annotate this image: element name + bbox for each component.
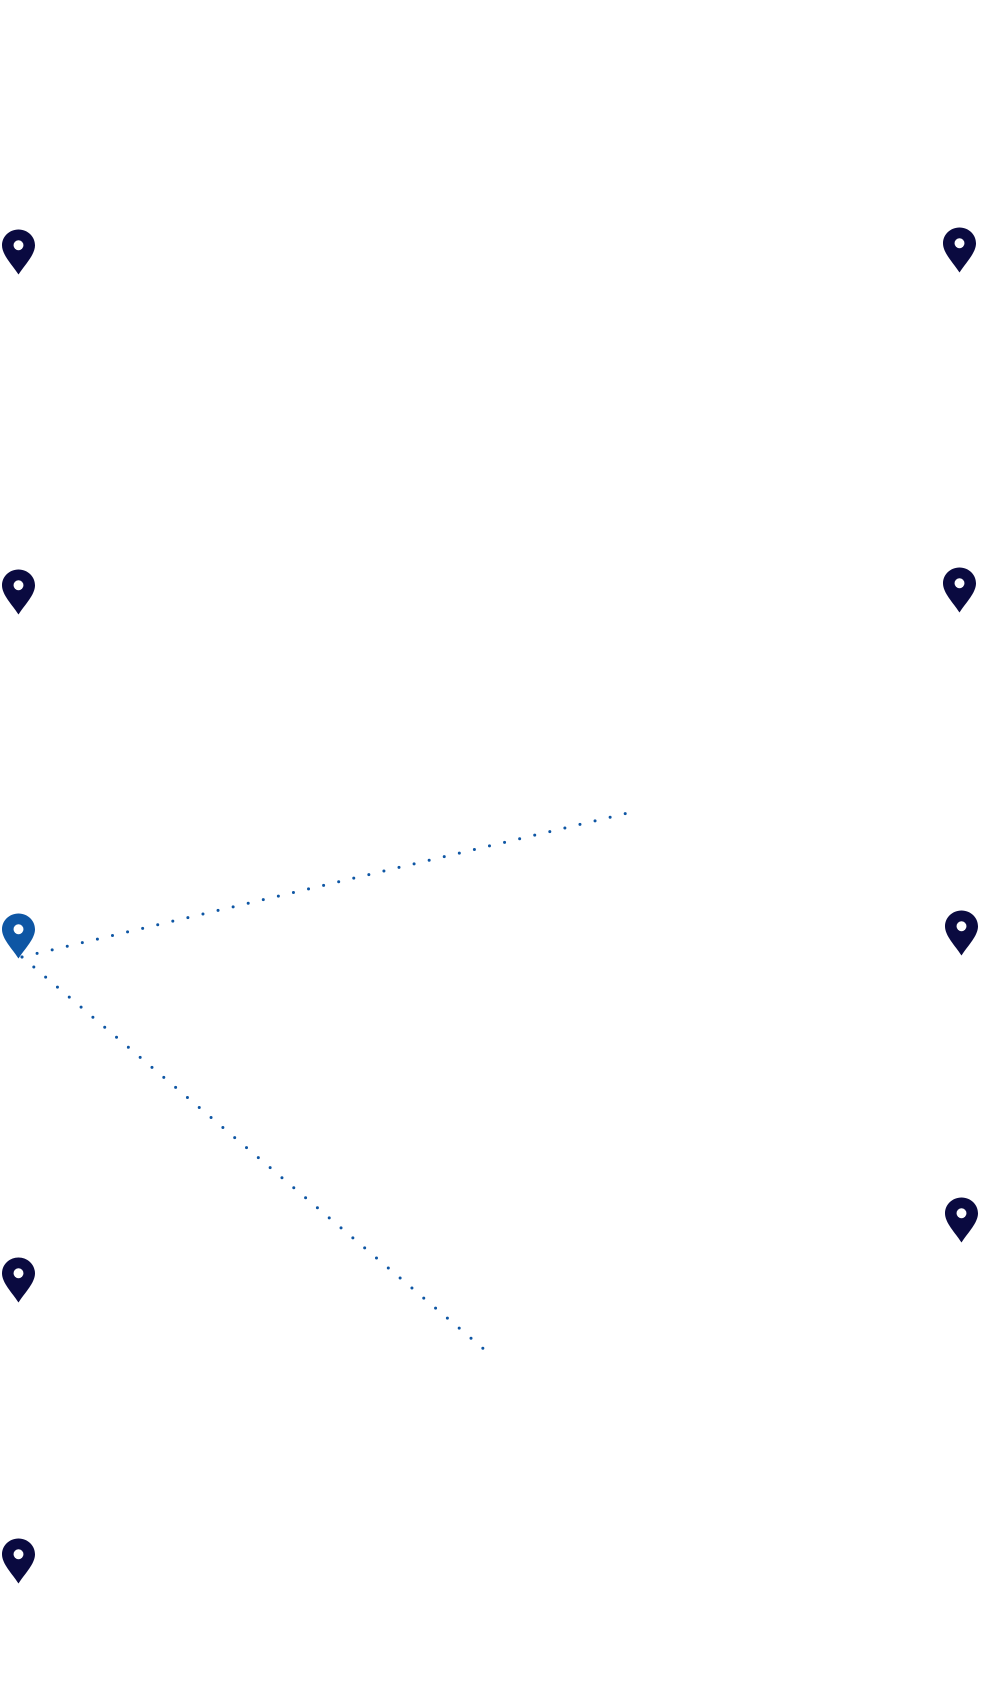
- map-pin-icon: [2, 1538, 35, 1584]
- map-pin-right-4[interactable]: [943, 1196, 980, 1244]
- map-pin-right-3[interactable]: [943, 909, 980, 957]
- map-pin-icon: [2, 229, 35, 275]
- map-pin-left-2[interactable]: [0, 568, 37, 616]
- map-pin-icon: [945, 910, 978, 956]
- map-pin-icon: [943, 227, 976, 273]
- map-pin-left-3[interactable]: [0, 912, 37, 960]
- map-pin-icon: [943, 567, 976, 613]
- route-line-upper: [20, 811, 630, 959]
- map-pin-icon: [2, 913, 35, 959]
- map-pin-icon: [2, 1257, 35, 1303]
- map-pin-icon: [2, 569, 35, 615]
- map-pin-right-2[interactable]: [941, 566, 978, 614]
- map-pin-left-4[interactable]: [0, 1256, 37, 1304]
- map-pin-right-1[interactable]: [941, 226, 978, 274]
- map-pin-left-5[interactable]: [0, 1537, 37, 1585]
- map-pin-left-1[interactable]: [0, 228, 37, 276]
- map-pin-icon: [945, 1197, 978, 1243]
- route-line-lower: [20, 955, 494, 1358]
